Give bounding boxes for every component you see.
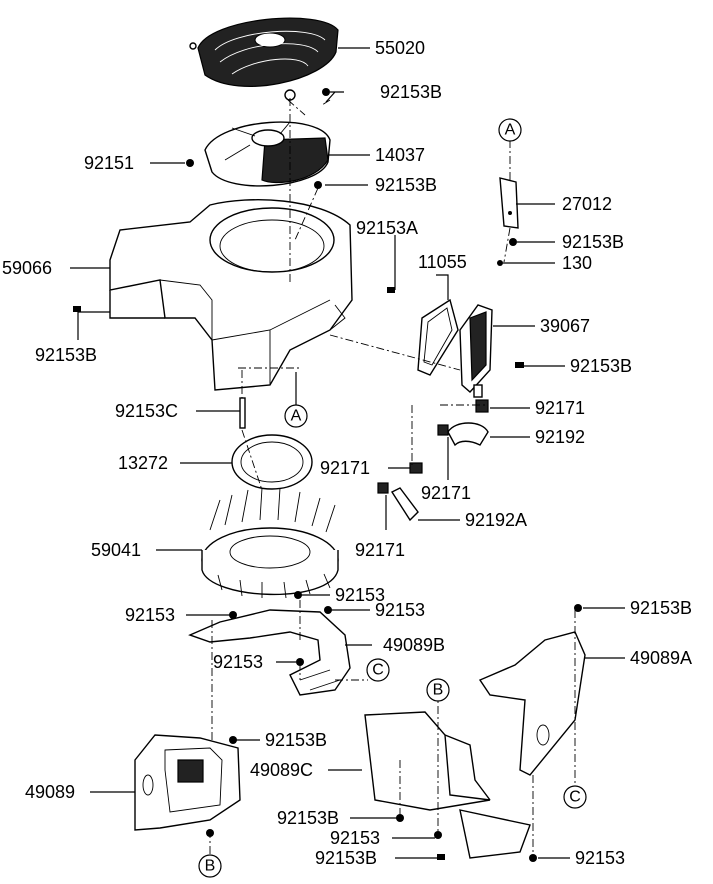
shroud-49089-drawing — [134, 734, 241, 831]
label-92153b: 92153B — [265, 730, 327, 750]
ref-circle-c-shroud: C — [366, 658, 390, 682]
svg-text:B: B — [205, 858, 216, 875]
label-92171: 92171 — [320, 458, 370, 478]
label-92192a: 92192A — [465, 510, 527, 530]
shroud-49089B-drawing — [188, 609, 351, 696]
label-49089: 49089 — [25, 782, 75, 802]
label-11055: 11055 — [418, 252, 467, 272]
label-49089b: 49089B — [383, 635, 445, 655]
flywheel-fan-drawing — [201, 487, 339, 599]
label-92153c: 92153C — [115, 401, 178, 421]
label-39067: 39067 — [540, 316, 590, 336]
muffler-drawing — [459, 304, 493, 398]
label-13272: 13272 — [118, 453, 168, 473]
bracket-27012-drawing — [499, 177, 519, 229]
part-labels: 55020 92153B 14037 92151 92153B 92153A 5… — [2, 38, 692, 868]
label-92153b: 92153B — [630, 598, 692, 618]
shroud-49089C-drawing — [364, 711, 531, 859]
label-59066: 59066 — [2, 258, 52, 278]
label-92153: 92153 — [213, 652, 263, 672]
label-49089c: 49089C — [250, 760, 313, 780]
label-27012: 27012 — [562, 194, 612, 214]
label-92153b: 92153B — [375, 175, 437, 195]
label-92153b: 92153B — [35, 345, 97, 365]
label-92171: 92171 — [421, 483, 471, 503]
label-92153: 92153 — [375, 600, 425, 620]
ref-circle-a-housing: A — [284, 372, 308, 428]
label-92171: 92171 — [535, 398, 585, 418]
svg-text:C: C — [569, 789, 581, 806]
label-92153a: 92153A — [356, 218, 418, 238]
hose-clamp-drawings — [377, 399, 489, 522]
label-92153: 92153 — [335, 585, 385, 605]
label-49089a: 49089A — [630, 648, 692, 668]
label-92153b: 92153B — [380, 82, 442, 102]
label-92153b: 92153B — [562, 232, 624, 252]
label-92153b: 92153B — [277, 808, 339, 828]
gasket-drawing — [417, 298, 459, 376]
label-92153: 92153 — [575, 848, 625, 868]
label-59041: 59041 — [91, 540, 141, 560]
label-92153: 92153 — [125, 605, 175, 625]
alignment-lines — [209, 98, 576, 855]
label-14037: 14037 — [375, 145, 425, 165]
ref-circle-b-bottom: B — [198, 854, 222, 878]
svg-text:A: A — [505, 122, 516, 139]
pulley-plate-drawing — [204, 121, 331, 187]
label-92153b: 92153B — [570, 356, 632, 376]
ref-circle-a-top: A — [498, 118, 522, 142]
bolt-markers — [73, 88, 582, 862]
label-92153: 92153 — [330, 828, 380, 848]
gasket-ring-drawing — [231, 397, 313, 490]
ref-circle-b-shroud: B — [426, 678, 450, 702]
label-130: 130 — [562, 253, 592, 273]
label-92151: 92151 — [84, 153, 134, 173]
label-92192: 92192 — [535, 427, 585, 447]
svg-text:A: A — [291, 408, 302, 425]
leader-lines — [70, 47, 625, 859]
svg-text:B: B — [433, 682, 444, 699]
svg-text:C: C — [372, 662, 384, 679]
fan-housing-drawing — [109, 199, 353, 391]
shroud-49089A-drawing — [478, 631, 586, 776]
label-92171: 92171 — [355, 540, 405, 560]
label-55020: 55020 — [375, 38, 425, 58]
label-92153b: 92153B — [315, 848, 377, 868]
rotating-screen-drawing — [189, 17, 339, 101]
ref-circle-c-side: C — [563, 785, 587, 809]
